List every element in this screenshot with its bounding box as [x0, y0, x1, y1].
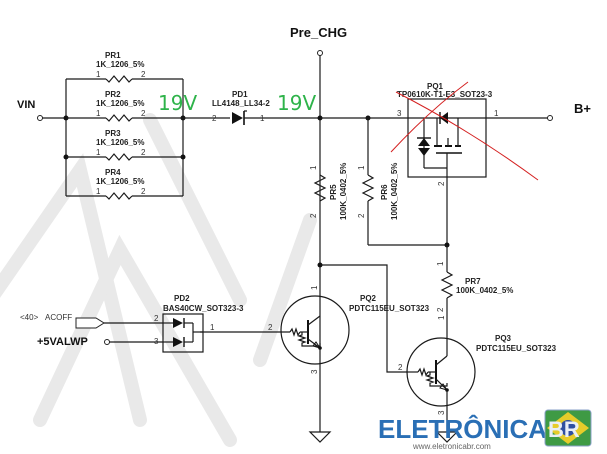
pq1-pin-drain: 1	[494, 109, 499, 118]
pr1-ref: PR1	[105, 51, 121, 60]
pr7-ref: PR7	[465, 277, 481, 286]
pd2-pin-k: 1	[210, 323, 215, 332]
acoff-port-icon	[75, 317, 105, 329]
diode-pd1: PD1 LL4148_LL34-2 2 1	[183, 90, 320, 125]
pr3-ref: PR3	[105, 129, 121, 138]
pq3-pin-emitter: 3	[437, 410, 446, 415]
pr5-ref: PR5	[329, 184, 338, 200]
pd2-ref: PD2	[174, 294, 190, 303]
pd2-body	[162, 313, 204, 353]
acoff-label: ACOFF	[45, 313, 72, 322]
pq3-body	[406, 337, 476, 407]
pr4-pin1: 1	[96, 187, 101, 196]
pr5-value: 100K_0402_5%	[339, 163, 348, 220]
crossed-out-markup	[390, 81, 539, 181]
transistor-pq3: 2 1 3 PQ3 PDTC115EU_SOT323	[398, 315, 557, 432]
voltage-annotation-output: 19V	[277, 91, 316, 115]
ground-pq3	[435, 431, 459, 443]
logo-text: ELETRÔNICA	[378, 414, 547, 444]
acoff-input: <40> ACOFF	[20, 313, 163, 329]
diode-symbol-pd1	[232, 112, 243, 124]
pr2-ref: PR2	[105, 90, 121, 99]
pd1-pin-cathode: 1	[260, 114, 265, 123]
pq1-pin-gate: 2	[437, 181, 446, 186]
voltage-annotation-input: 19V	[158, 91, 197, 115]
ground-icon	[308, 431, 332, 443]
resistor-pr6: 1 2 PR6 100K_0402_5%	[357, 118, 450, 248]
pr2-value: 1K_1206_5%	[96, 99, 144, 108]
pd2-pin-a1: 2	[154, 314, 159, 323]
logo-badge-text: BR	[548, 417, 580, 442]
pq2-pin-base: 2	[268, 323, 273, 332]
ground-icon	[435, 431, 459, 443]
pr4-value: 1K_1206_5%	[96, 177, 144, 186]
b-plus-terminal	[547, 115, 553, 121]
pr1-pin1: 1	[96, 70, 101, 79]
pr2-pin1: 1	[96, 109, 101, 118]
pr7-value: 100K_0402_5%	[456, 286, 513, 295]
acoff-sheet-ref: <40>	[20, 313, 39, 322]
pr7-pin1: 1	[436, 261, 445, 266]
pq1-value: TP0610K-T1-E3_SOT23-3	[397, 90, 493, 99]
b-plus-port: B+	[547, 101, 591, 121]
pr5-pin1: 1	[309, 165, 318, 170]
vin-terminal	[37, 115, 43, 121]
pq1-pin-source: 3	[397, 109, 402, 118]
pd2-pin-a2: 3	[154, 337, 159, 346]
pq2-pin-collector: 1	[310, 285, 319, 290]
pq3-pin-collector: 1	[437, 315, 446, 320]
pd2-value: BAS40CW_SOT323-3	[163, 304, 244, 313]
pr6-value: 100K_0402_5%	[390, 163, 399, 220]
pr6-pin2: 2	[357, 213, 366, 218]
pr6-pin1: 1	[357, 165, 366, 170]
pd1-pin-anode: 2	[212, 114, 217, 123]
pq3-ref: PQ3	[495, 334, 512, 343]
pq1-ref: PQ1	[427, 82, 444, 91]
pr4-pin2: 2	[141, 187, 146, 196]
mosfet-pq1: PQ1 TP0610K-T1-E3_SOT23-3 3 1 2	[397, 82, 548, 245]
pr3-pin1: 1	[96, 148, 101, 157]
pq2-pin-emitter: 3	[310, 369, 319, 374]
ground-pq2	[308, 431, 332, 443]
pq2-value: PDTC115EU_SOT323	[349, 304, 430, 313]
pq3-pin-base: 2	[398, 363, 403, 372]
pre-chg-label: Pre_CHG	[290, 25, 347, 40]
pr4-ref: PR4	[105, 168, 121, 177]
logo-badge-icon: BR	[544, 409, 592, 447]
b-plus-label: B+	[574, 101, 591, 116]
logo-url: www.eletronicabr.com	[412, 442, 491, 451]
v5alwp-terminal	[104, 339, 110, 345]
pr6-ref: PR6	[380, 184, 389, 200]
vin-port: VIN	[17, 99, 66, 121]
pr2-pin2: 2	[141, 109, 146, 118]
eletronicabr-logo: ELETRÔNICA www.eletronicabr.com BR	[378, 409, 592, 451]
pd1-ref: PD1	[232, 90, 248, 99]
v5alwp-input: +5VALWP	[37, 336, 163, 348]
resistor-pr5: 1 2 PR5 100K_0402_5%	[309, 163, 348, 220]
pr1-pin2: 2	[141, 70, 146, 79]
pr3-value: 1K_1206_5%	[96, 138, 144, 147]
v5alwp-label: +5VALWP	[37, 336, 88, 348]
pr3-pin2: 2	[141, 148, 146, 157]
pq2-ref: PQ2	[360, 294, 377, 303]
resistor-pr7: 1 2 PR7 100K_0402_5%	[436, 245, 513, 336]
pr1-value: 1K_1206_5%	[96, 60, 144, 69]
pd1-value: LL4148_LL34-2	[212, 99, 270, 108]
pq2-body	[280, 295, 350, 365]
transistor-pq2: 2 1 3 PQ2 PDTC115EU_SOT323	[200, 285, 430, 374]
diode-pd2: PD2 BAS40CW_SOT323-3 2 3 1	[154, 294, 244, 353]
watermark	[0, 113, 317, 447]
pr5-pin2: 2	[309, 213, 318, 218]
pr7-pin2: 2	[436, 307, 445, 312]
vin-label: VIN	[17, 99, 35, 111]
pq3-value: PDTC115EU_SOT323	[476, 344, 557, 353]
pre-chg-terminal	[317, 50, 323, 56]
